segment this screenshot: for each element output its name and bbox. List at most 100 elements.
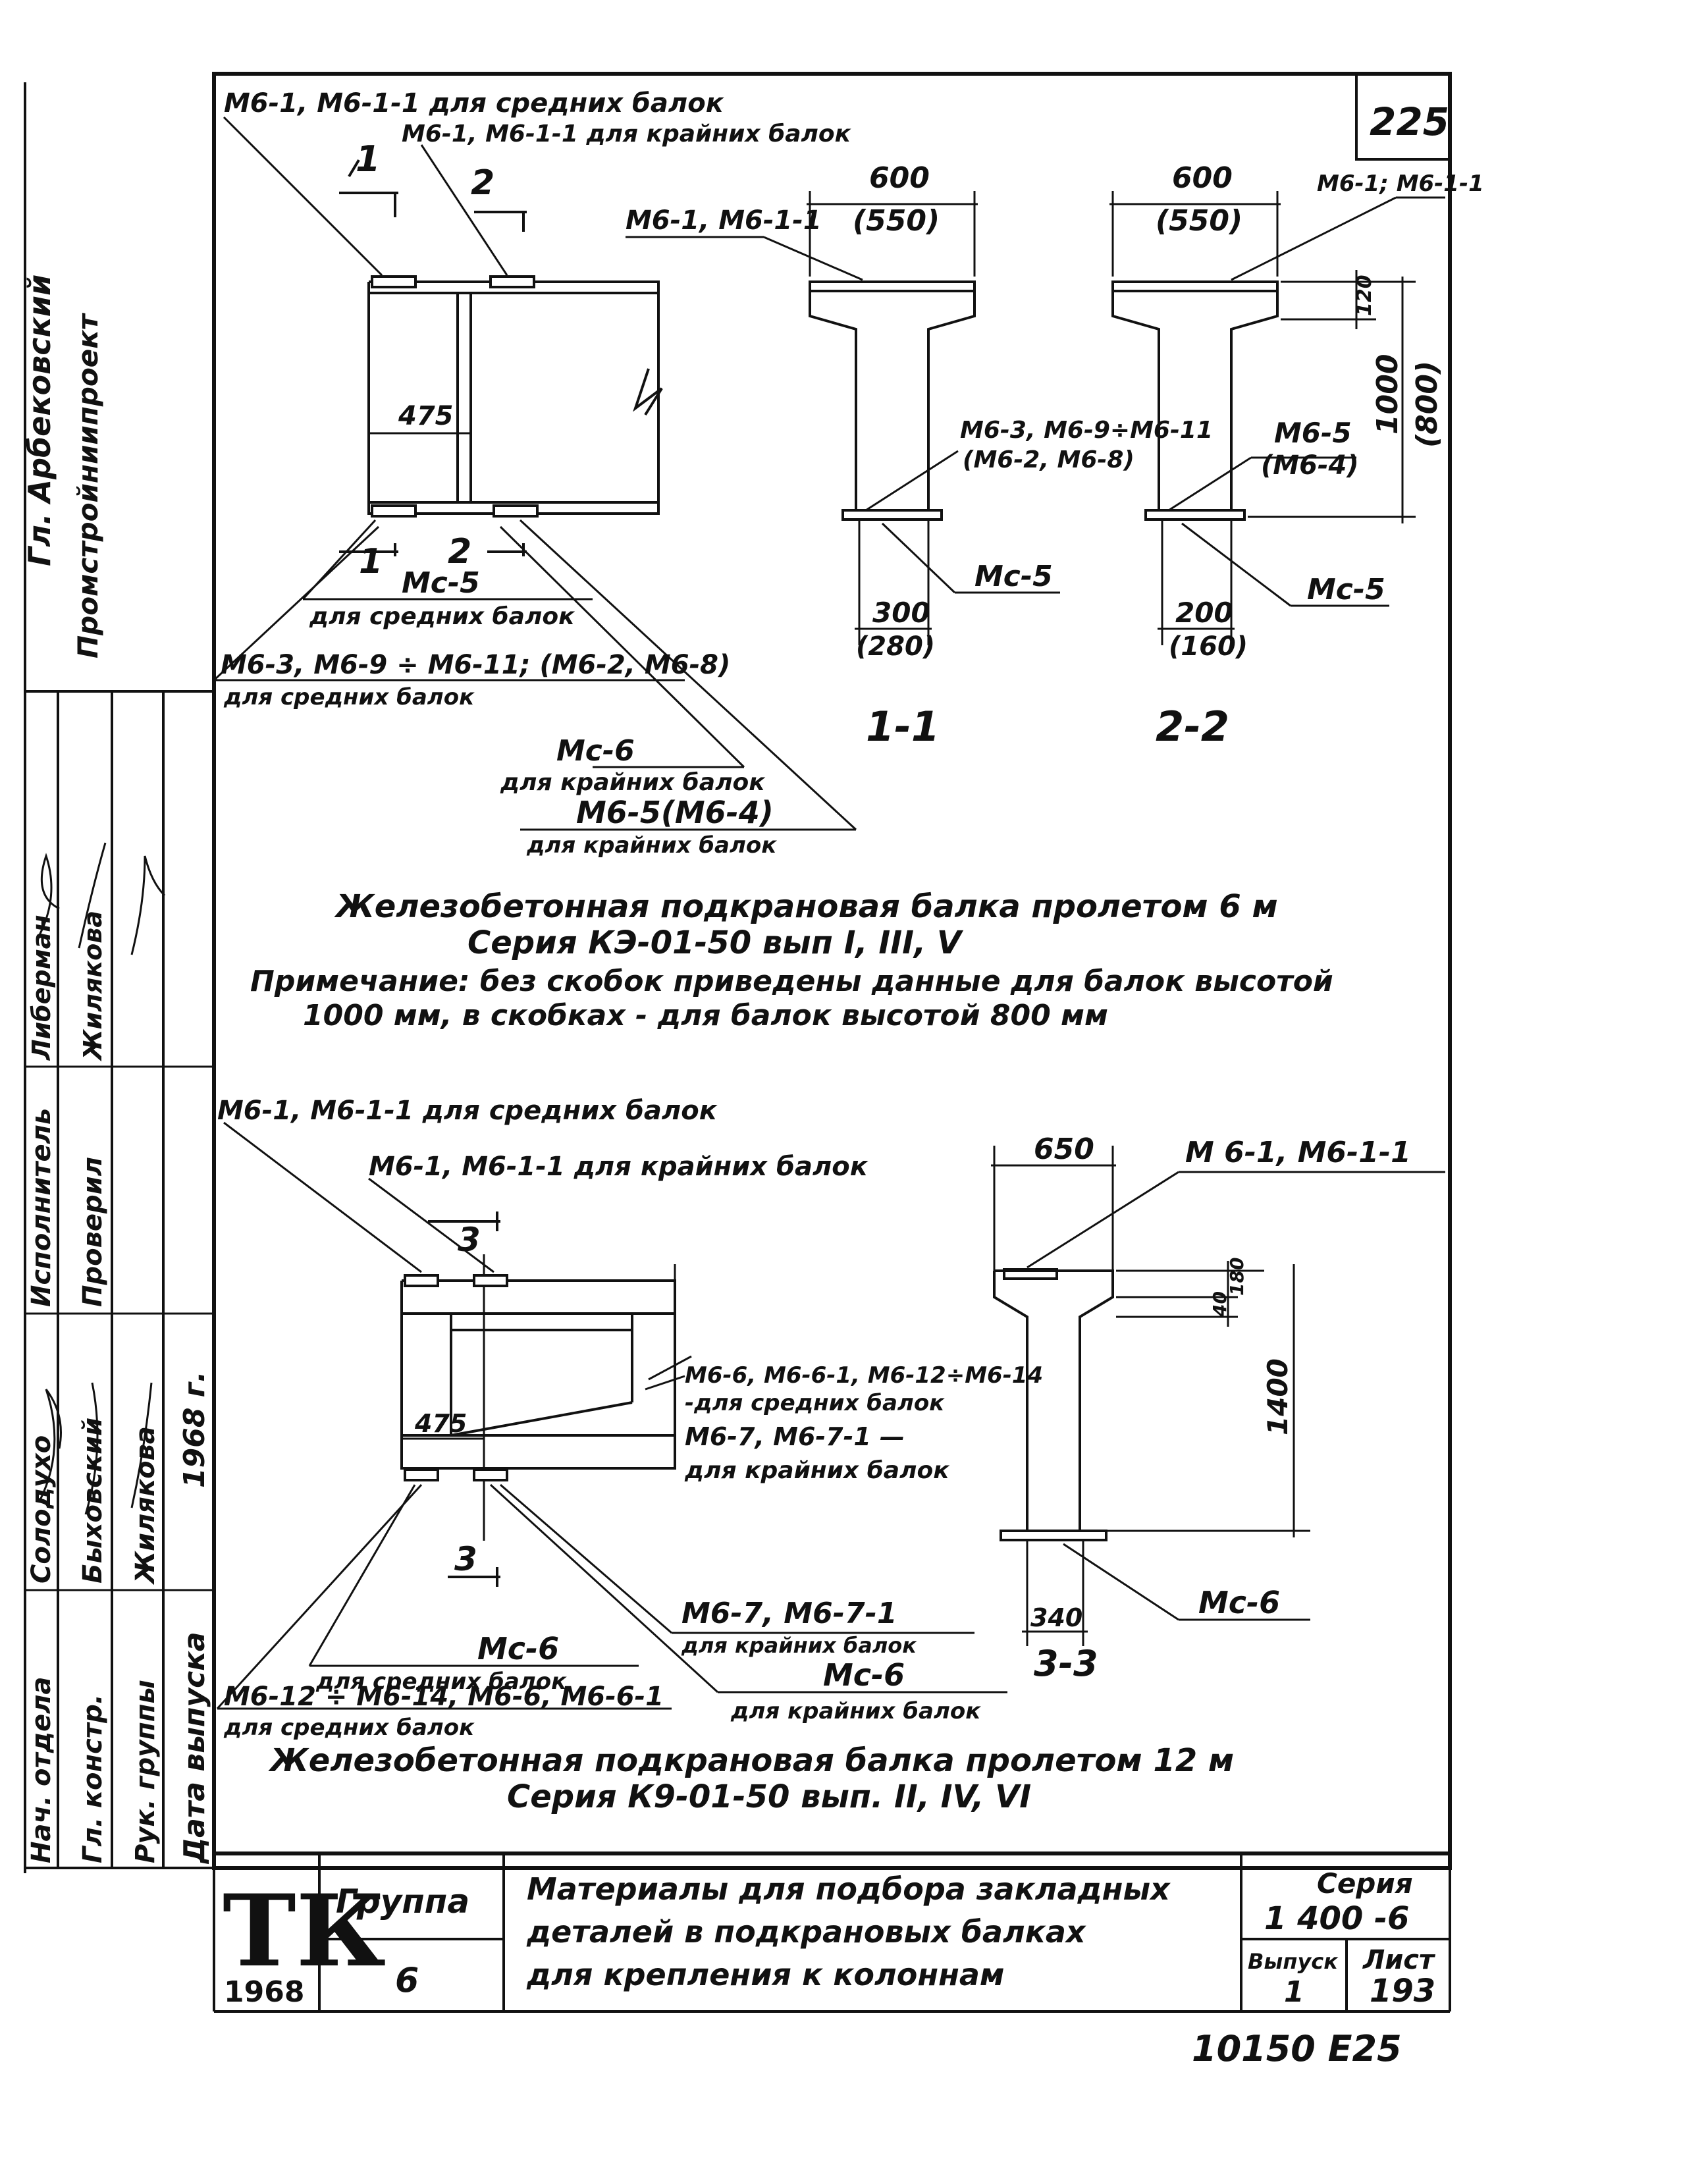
s22-bottom-width: 200	[1175, 597, 1233, 629]
side-name-3: Либерман	[27, 915, 56, 1061]
sheet-label: Лист	[1362, 1945, 1436, 1975]
bottom-label-m66-mid: М6-6, М6-6-1, М6-12÷М6-14	[685, 1362, 1043, 1389]
s11-bottom-width: 300	[872, 597, 930, 629]
bottom-cut-3-top: 3	[458, 1221, 481, 1259]
s33-top-width: 650	[1034, 1132, 1094, 1166]
group-label: Группа	[336, 1882, 469, 1921]
top-cut-2-bottom: 2	[448, 532, 471, 572]
top-caption-1: Железобетонная подкрановая балка пролето…	[334, 888, 1278, 925]
s11-web-label: М6-3, М6-9÷М6-11	[960, 417, 1213, 444]
s11-bottom-label: Мс-5	[974, 560, 1053, 593]
top-dim-475: 475	[398, 401, 454, 431]
title-line-1: Материалы для подбора закладных	[527, 1871, 1171, 1907]
issue-value: 1	[1284, 1975, 1304, 2009]
series-value: 1 400 -6	[1264, 1900, 1409, 1937]
side-role-3: Исполнитель	[26, 1108, 57, 1307]
bottom-cut-3-bottom: 3	[454, 1540, 477, 1578]
side-role-1: Гл. констр.	[78, 1694, 108, 1863]
s11-top-label: М6-1, М6-1-1	[626, 205, 822, 236]
series-label: Серия	[1317, 1867, 1413, 1900]
bottom-label-upper-edge: М6-1, М6-1-1 для крайних балок	[369, 1152, 868, 1182]
section-2-2	[1109, 191, 1445, 645]
s22-web-label-alt: (М6-4)	[1261, 450, 1359, 481]
s22-bottom-label: Мс-5	[1307, 573, 1385, 606]
bottom-caption-2: Серия К9-01-50 вып. II, IV, VI	[507, 1778, 1031, 1815]
s33-bottom-label: Мс-6	[1198, 1585, 1280, 1620]
top-label-upper-mid: М6-1, М6-1-1 для средних балок	[224, 88, 724, 119]
top-elevation	[213, 116, 857, 831]
bottom-label-mc6-mid-sub: для средних балок	[315, 1668, 567, 1695]
top-note-2: 1000 мм, в скобках - для балок высотой 8…	[303, 999, 1108, 1032]
top-label-upper-edge: М6-1, М6-1-1 для крайних балок	[402, 120, 852, 147]
title-line-3: для крепления к колоннам	[526, 1957, 1005, 1992]
issue-label: Выпуск	[1248, 1949, 1339, 1974]
side-role-2: Рук. группы	[130, 1680, 161, 1863]
tk-year: 1968	[224, 1975, 304, 2009]
s22-web-label: М6-5	[1274, 417, 1352, 449]
signature-marks	[38, 842, 166, 1515]
side-role-4: Проверил	[78, 1157, 108, 1307]
s22-top-label: М6-1; М6-1-1	[1317, 171, 1484, 197]
bottom-label-mc6-edge-sub: для крайних балок	[730, 1698, 981, 1724]
bottom-label-m612-mid: М6-12 ÷ М6-14, М6-6, М6-6-1	[224, 1682, 664, 1712]
s11-top-width-alt: (550)	[853, 204, 940, 238]
s33-height: 1400	[1262, 1358, 1294, 1435]
side-name-1: Быховский	[78, 1418, 108, 1584]
s11-title: 1-1	[866, 703, 940, 751]
top-label-m63-mid-sub: для средних балок	[223, 684, 475, 710]
s11-bottom-width-alt: (280)	[856, 631, 935, 662]
side-release-label: Дата выпуска	[178, 1632, 211, 1865]
bottom-caption-1: Железобетонная подкрановая балка пролето…	[268, 1742, 1234, 1779]
bottom-label-m67b-edge-sub: для крайних балок	[681, 1633, 917, 1658]
s22-top-width-alt: (550)	[1156, 204, 1242, 238]
bottom-label-m66-mid-sub: -для средних балок	[685, 1390, 945, 1416]
side-role-0: Нач. отдела	[26, 1677, 57, 1863]
top-cut-2-top: 2	[471, 163, 494, 203]
title-line-2: деталей в подкрановых балках	[526, 1914, 1086, 1950]
top-label-mc6-edge-sub: для крайних балок	[500, 769, 766, 796]
section-1-1	[626, 191, 1060, 645]
top-note-1: Примечание: без скобок приведены данные …	[250, 965, 1333, 998]
top-label-mc5-mid: Мс-5	[402, 566, 480, 600]
bottom-label-m612-mid-sub: для средних балок	[223, 1715, 475, 1741]
top-label-mc5-mid-sub: для средних балок	[309, 603, 575, 630]
top-label-m65-edge-sub: для крайних балок	[526, 832, 777, 859]
side-name-0: Солодухо	[26, 1435, 57, 1584]
s33-dim-40: 40	[1209, 1291, 1231, 1318]
s11-web-label-alt: (М6-2, М6-8)	[963, 446, 1134, 473]
side-name-4: Жилякова	[78, 911, 107, 1062]
top-label-mc6-edge: Мс-6	[556, 734, 635, 768]
s11-top-width: 600	[869, 161, 930, 195]
top-cut-1-top: 1	[356, 138, 381, 180]
s33-bottom-width: 340	[1030, 1603, 1082, 1632]
bottom-dim-475: 475	[414, 1409, 467, 1438]
sheet-value: 193	[1370, 1973, 1435, 2010]
bottom-label-m67b-edge: М6-7, М6-7-1	[681, 1597, 897, 1630]
bottom-label-m67-edge-sub: для крайних балок	[684, 1457, 950, 1484]
side-name-2: Жилякова	[130, 1426, 161, 1585]
side-org-full: Промстройниипроект	[72, 312, 104, 658]
side-release-year: 1968 г.	[178, 1372, 211, 1488]
group-value: 6	[395, 1961, 419, 2000]
corner-number: 225	[1370, 99, 1449, 144]
s22-title: 2-2	[1156, 703, 1229, 751]
bottom-label-mc6-mid: Мс-6	[477, 1631, 559, 1666]
s33-title: 3-3	[1034, 1643, 1098, 1684]
section-3-3	[991, 1146, 1445, 1646]
s22-top-width: 600	[1172, 161, 1233, 195]
side-stamp	[25, 690, 214, 1869]
top-label-m65-edge: М6-5(М6-4)	[576, 795, 774, 830]
side-org-name: Гл. Арбековский	[22, 275, 57, 566]
s22-flange-h: 120	[1353, 275, 1376, 316]
s33-dim-180: 180	[1226, 1258, 1248, 1296]
title-block	[213, 1851, 1451, 2013]
s22-height: 1000	[1371, 354, 1404, 435]
bottom-label-mc6-edge: Мс-6	[823, 1657, 905, 1693]
top-cut-1-bottom: 1	[359, 542, 383, 581]
bottom-label-upper-mid: М6-1, М6-1-1 для средних балок	[217, 1096, 718, 1126]
s33-top-label: М 6-1, М6-1-1	[1185, 1136, 1411, 1169]
bottom-label-m67-edge: М6-7, М6-7-1 —	[685, 1422, 905, 1451]
bottom-elevation	[216, 1121, 1007, 1710]
s22-bottom-width-alt: (160)	[1169, 631, 1248, 662]
